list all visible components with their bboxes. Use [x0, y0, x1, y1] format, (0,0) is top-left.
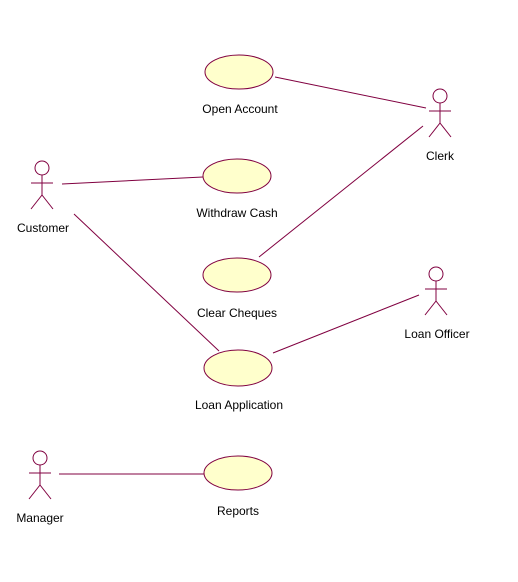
use-case-label-withdraw-cash: Withdraw Cash — [196, 206, 278, 220]
actor-customer[interactable] — [30, 160, 54, 210]
actor-label-loan-officer: Loan Officer — [404, 327, 470, 341]
actor-label-manager: Manager — [16, 511, 64, 525]
actor-loan-officer[interactable] — [424, 266, 448, 316]
use-case-label-reports: Reports — [216, 504, 260, 518]
use-case-label-loan-application: Loan Application — [194, 398, 284, 412]
actor-label-customer: Customer — [16, 221, 70, 235]
use-case-label-clear-cheques: Clear Cheques — [196, 306, 278, 320]
association-loan-application-loan-officer — [272, 294, 420, 354]
use-case-reports[interactable] — [203, 455, 273, 491]
association-customer-withdraw-cash — [61, 176, 204, 185]
association-open-account-clerk — [274, 76, 427, 109]
use-case-loan-application[interactable] — [203, 349, 273, 387]
association-clear-cheques-clerk — [258, 125, 424, 258]
actor-clerk[interactable] — [428, 88, 452, 138]
use-case-label-open-account: Open Account — [202, 102, 278, 116]
use-case-withdraw-cash[interactable] — [202, 158, 272, 194]
actor-manager[interactable] — [28, 450, 52, 500]
association-customer-loan-application — [73, 213, 220, 352]
actor-label-clerk: Clerk — [425, 149, 455, 163]
use-case-clear-cheques[interactable] — [202, 257, 272, 293]
use-case-open-account[interactable] — [204, 54, 274, 90]
